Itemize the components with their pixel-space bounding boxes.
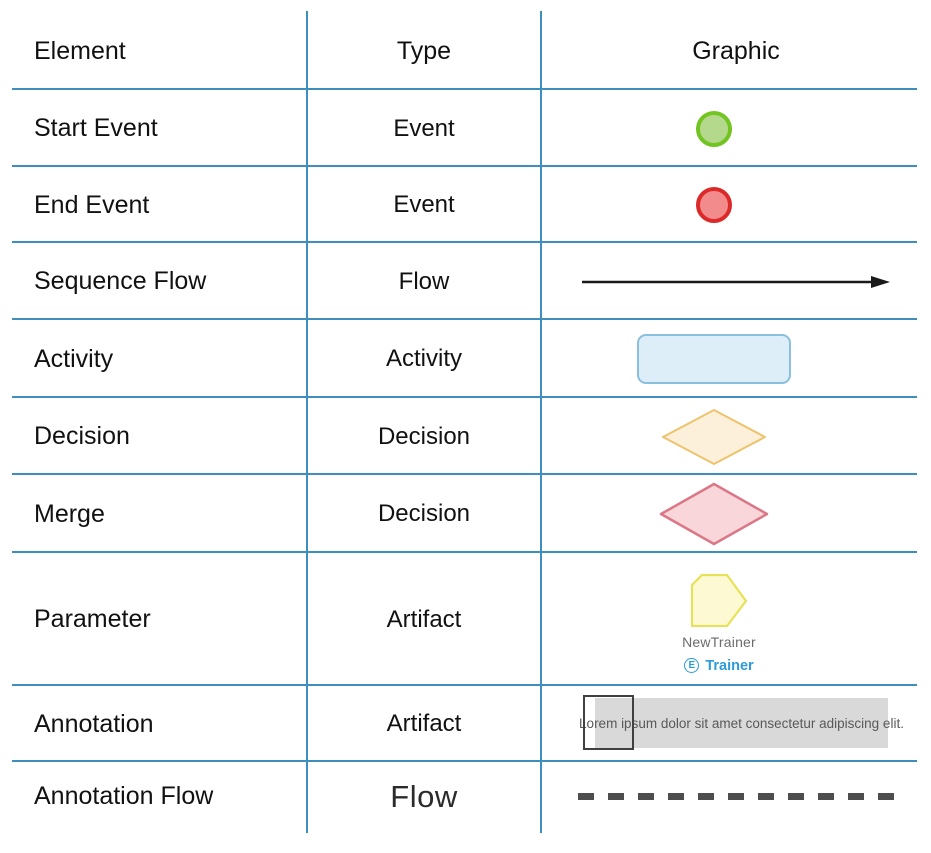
type-label: Flow xyxy=(398,267,450,295)
element-name: End Event xyxy=(34,190,150,219)
header-element: Element xyxy=(34,36,126,65)
parameter-graphic: NewTrainer E Trainer xyxy=(682,566,756,674)
table-row: End Event Event xyxy=(0,167,931,243)
table-row: Parameter Artifact NewTrainer E Trainer xyxy=(0,553,931,686)
entity-badge-icon: E xyxy=(684,658,700,673)
column-divider-2 xyxy=(540,11,542,833)
annotation-bracket-icon xyxy=(583,695,634,750)
table-row: Start Event Event xyxy=(0,90,931,167)
header-type: Type xyxy=(396,36,452,65)
decision-diamond-icon xyxy=(662,408,766,465)
element-name: Activity xyxy=(34,344,114,373)
element-name: Merge xyxy=(34,499,105,528)
annotation-flow-dashed-line-icon xyxy=(578,793,894,800)
column-divider-1 xyxy=(306,11,308,833)
activity-shape-icon xyxy=(637,334,791,384)
table-row: Sequence Flow Flow xyxy=(0,243,931,320)
annotation-text: Lorem ipsum dolor sit amet consectetur a… xyxy=(579,715,904,731)
entity-badge: E Trainer xyxy=(684,657,754,674)
element-name: Sequence Flow xyxy=(34,267,207,295)
type-label: Event xyxy=(393,114,455,142)
table-row: Annotation Artifact Lorem ipsum dolor si… xyxy=(0,686,931,762)
table-row: Annotation Flow Flow xyxy=(0,762,931,831)
element-name: Decision xyxy=(34,422,130,450)
element-name: Annotation xyxy=(34,709,154,738)
table-row: Decision Decision xyxy=(0,398,931,475)
end-event-icon xyxy=(696,187,732,223)
annotation-text-box: Lorem ipsum dolor sit amet consectetur a… xyxy=(579,698,904,748)
annotation-graphic: Lorem ipsum dolor sit amet consectetur a… xyxy=(541,686,931,762)
type-label: Activity xyxy=(385,345,462,372)
header-row: Element Type Graphic xyxy=(0,0,931,90)
type-label: Artifact xyxy=(386,710,462,737)
type-label: Artifact xyxy=(386,605,462,633)
table-row: Merge Decision xyxy=(0,475,931,553)
sequence-flow-arrow-icon xyxy=(582,275,890,288)
element-name: Parameter xyxy=(34,605,151,633)
type-label: Event xyxy=(393,191,455,218)
table-row: Activity Activity xyxy=(0,320,931,398)
parameter-shape-icon xyxy=(691,573,747,627)
entity-badge-label: Trainer xyxy=(705,657,754,674)
element-name: Annotation Flow xyxy=(34,782,214,810)
header-graphic: Graphic xyxy=(692,36,780,65)
type-label: Flow xyxy=(390,778,458,814)
type-label: Decision xyxy=(377,422,471,450)
element-name: Start Event xyxy=(34,114,158,142)
parameter-name-label: NewTrainer xyxy=(682,633,756,650)
start-event-icon xyxy=(696,110,732,147)
merge-diamond-icon xyxy=(659,482,769,546)
type-label: Decision xyxy=(377,500,471,527)
